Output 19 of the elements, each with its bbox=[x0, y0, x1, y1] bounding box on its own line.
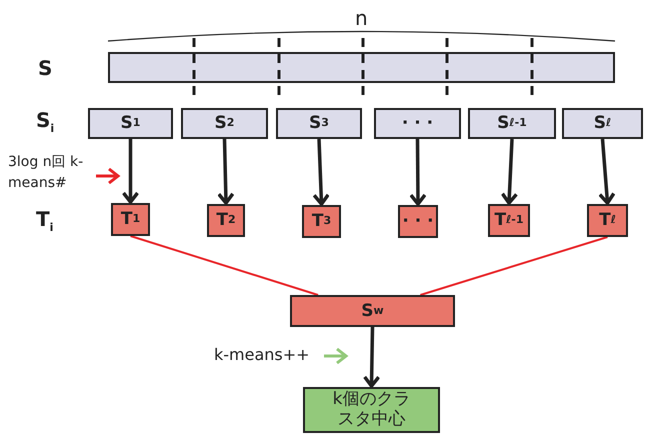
row-label: S$_{i}$ bbox=[36, 108, 54, 135]
arrow bbox=[122, 139, 140, 204]
center-box: · · · bbox=[398, 205, 438, 238]
arrow bbox=[217, 138, 235, 205]
step-note: 3log n回 k-means# bbox=[8, 153, 84, 193]
row-label: S bbox=[38, 56, 52, 80]
arrow bbox=[598, 138, 616, 205]
size-label: n bbox=[355, 6, 368, 30]
connector-line bbox=[420, 236, 608, 296]
subset-box: · · · bbox=[374, 108, 461, 139]
result-box: k個のクラスタ中心 bbox=[303, 387, 440, 433]
step-note: k-means++ bbox=[214, 345, 310, 364]
row-label: T$_{i}$ bbox=[36, 207, 54, 234]
arrow bbox=[409, 138, 427, 206]
arrow bbox=[500, 138, 518, 205]
data-bar bbox=[108, 52, 615, 83]
arrow bbox=[312, 138, 330, 206]
arrow bbox=[362, 326, 380, 388]
connector-line bbox=[130, 235, 318, 296]
